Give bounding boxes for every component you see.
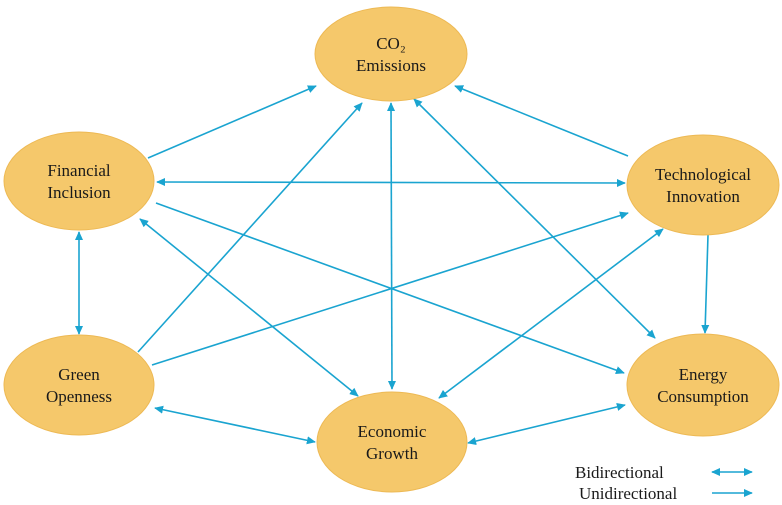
- node-energy-consumption-label-line2: Consumption: [657, 387, 749, 406]
- node-energy-consumption: Energy Consumption: [626, 333, 780, 437]
- legend: Bidirectional Unidirectional: [575, 463, 753, 503]
- edge-economic-co2-bidirectional: [386, 102, 397, 390]
- edges-layer: [74, 85, 710, 446]
- node-financial-inclusion-label-line1: Financial: [47, 161, 111, 180]
- node-co2-emissions-label-line1: CO₂: [376, 34, 406, 53]
- node-economic-growth: Economic Growth: [316, 391, 468, 493]
- node-co2-emissions: CO₂ Emissions: [314, 6, 468, 102]
- node-green-openness-shape: [3, 334, 155, 436]
- edge-green-co2-unidirectional: [137, 102, 363, 353]
- edge-energy-co2-bidirectional: [413, 98, 656, 339]
- node-green-openness: Green Openness: [3, 334, 155, 436]
- legend-unidirectional-label: Unidirectional: [579, 484, 677, 503]
- edge-financial-co2-unidirectional: [147, 85, 317, 159]
- node-co2-emissions-shape: [314, 6, 468, 102]
- node-technological-innovation-label-line1: Technological: [655, 165, 751, 184]
- node-green-openness-label-line2: Openness: [46, 387, 112, 406]
- node-energy-consumption-shape: [626, 333, 780, 437]
- node-economic-growth-label-line2: Growth: [366, 444, 418, 463]
- node-financial-inclusion: Financial Inclusion: [3, 131, 155, 231]
- nodes-layer: CO₂ Emissions Financial Inclusion Techno…: [3, 6, 780, 493]
- edge-technological-economic-bidirectional: [438, 228, 664, 399]
- node-energy-consumption-label-line1: Energy: [679, 365, 728, 384]
- edge-economic-energy-bidirectional: [467, 402, 626, 446]
- edge-financial-economic-bidirectional: [139, 218, 359, 397]
- node-technological-innovation: Technological Innovation: [626, 134, 780, 236]
- edge-technological-co2-unidirectional: [454, 85, 629, 157]
- edge-technological-energy-unidirectional: [701, 234, 710, 334]
- node-technological-innovation-label-line2: Innovation: [666, 187, 740, 206]
- node-economic-growth-label-line1: Economic: [358, 422, 427, 441]
- node-green-openness-label-line1: Green: [58, 365, 100, 384]
- legend-bidirectional-label: Bidirectional: [575, 463, 664, 482]
- edge-financial-technological-bidirectional: [156, 177, 626, 188]
- node-economic-growth-shape: [316, 391, 468, 493]
- node-technological-innovation-shape: [626, 134, 780, 236]
- node-co2-emissions-label-line2: Emissions: [356, 56, 426, 75]
- edge-green-technological-unidirectional: [151, 211, 629, 366]
- edge-green-economic-bidirectional: [154, 405, 316, 445]
- node-financial-inclusion-label-line2: Inclusion: [47, 183, 111, 202]
- node-financial-inclusion-shape: [3, 131, 155, 231]
